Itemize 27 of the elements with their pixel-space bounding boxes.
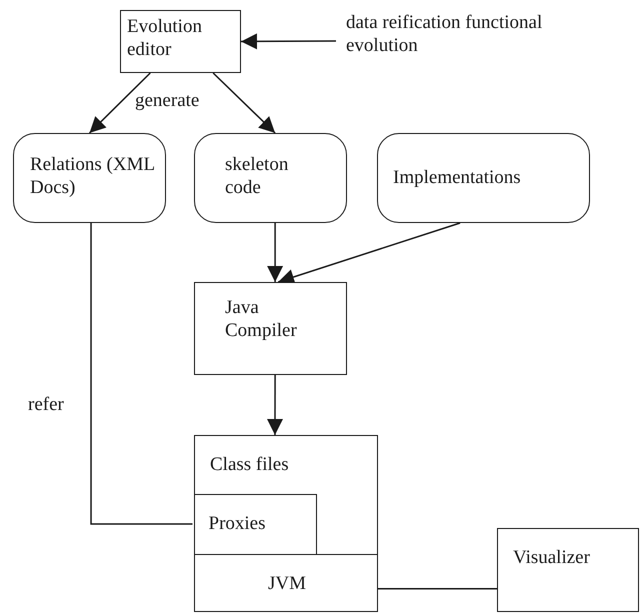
connector-line [378,588,497,590]
process-box [194,554,378,612]
node-text: Java Compiler [225,297,298,343]
process-box [194,494,316,556]
process-box [497,528,639,612]
arrow [278,222,460,285]
arrow [267,223,284,282]
rounded-box [377,133,590,223]
connector-line [90,223,192,525]
node-text: Visualizer [513,547,591,570]
arrow [212,72,276,134]
node-text: Relations (XML Docs) [30,154,156,200]
annotation-text: data reification functional evolution [346,12,576,70]
node-text: skeleton code [225,154,290,200]
process-box [194,282,347,375]
process-box [120,10,241,73]
node-text: Class files [210,454,290,477]
node-text: Implementations [393,167,522,190]
node-text: JVM [266,573,307,596]
arrow [88,72,151,134]
node-text: Evolution editor [127,16,203,62]
arrow [267,375,283,435]
rounded-box [13,133,166,223]
node-text: Proxies [208,513,266,536]
rounded-box [194,133,347,223]
arrow [241,33,336,50]
container-box [194,435,378,556]
